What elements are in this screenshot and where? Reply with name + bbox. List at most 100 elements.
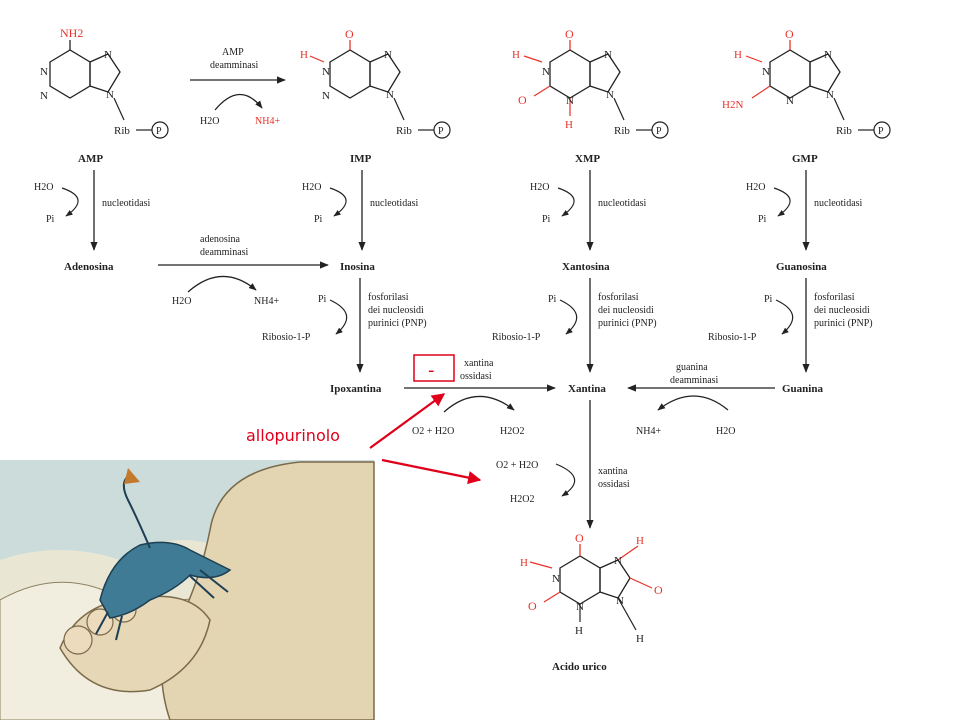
inhibition-box xyxy=(413,354,455,382)
xmp-structure: O H O H N N N N Rib P XMP xyxy=(512,27,669,165)
xmp-label: XMP xyxy=(575,153,600,165)
urate-h7: H xyxy=(636,535,644,547)
urate-h1: H xyxy=(520,557,528,569)
ring-nitrogen: N xyxy=(786,95,794,107)
diagram-label: H2O xyxy=(200,116,219,127)
gmp-label: GMP xyxy=(792,153,818,165)
node-guanosina: Guanosina xyxy=(776,261,827,273)
ring-nitrogen: N xyxy=(826,89,834,101)
ring-nitrogen: N xyxy=(104,49,112,61)
inhibition-minus: - xyxy=(428,360,435,381)
diagram-label: H2O2 xyxy=(510,494,534,505)
diagram-label: fosforilasi xyxy=(598,292,639,303)
node-xantina: Xantina xyxy=(568,383,606,395)
diagram-label: AMP xyxy=(222,47,244,58)
diagram-label: O2 + H2O xyxy=(496,460,538,471)
diagram-label: Pi xyxy=(542,214,551,225)
ring-nitrogen: N xyxy=(824,49,832,61)
amp-phosphate: P xyxy=(156,126,162,137)
diagram-label: guanina xyxy=(676,362,708,373)
gmp-rib: Rib xyxy=(836,125,852,137)
diagram-label: nucleotidasi xyxy=(102,198,151,209)
uric-acid-label: Acido urico xyxy=(552,661,607,673)
diagram-label: dei nucleosidi xyxy=(598,305,654,316)
diagram-label: purinici (PNP) xyxy=(368,318,427,329)
diagram-label: dei nucleosidi xyxy=(814,305,870,316)
carbonyl-oxygen: O xyxy=(518,93,527,107)
carbonyl-oxygen: O xyxy=(565,27,574,41)
ring-nitrogen: N xyxy=(576,601,584,613)
diagram-label: NH4+ xyxy=(255,116,280,127)
adenosine-deaminase-step: adenosina deamminasi H2O NH4+ xyxy=(158,234,329,307)
ring-nitrogen: N xyxy=(40,66,48,78)
imp-label: IMP xyxy=(350,153,372,165)
gout-illustration xyxy=(0,460,375,720)
diagram-label: Pi xyxy=(758,214,767,225)
amp-label: AMP xyxy=(78,153,103,165)
guanine-deaminase-step: guanina deamminasi NH4+ H2O xyxy=(627,362,775,437)
amp-nh2: NH2 xyxy=(60,26,83,40)
node-adenosina: Adenosina xyxy=(64,261,114,273)
diagram-label: Pi xyxy=(46,214,55,225)
diagram-label: Pi xyxy=(318,294,327,305)
urate-h3: H xyxy=(575,625,583,637)
diagram-label: nucleotidasi xyxy=(370,198,419,209)
diagram-label: Ribosio-1-P xyxy=(708,332,757,343)
devil-figure xyxy=(99,541,232,619)
ring-nitrogen: N xyxy=(322,66,330,78)
diagram-label: Pi xyxy=(314,214,323,225)
imp-structure: O H N N N N Rib P IMP xyxy=(300,27,451,165)
diagram-label: deamminasi xyxy=(200,247,249,258)
diagram-label: Ribosio-1-P xyxy=(492,332,541,343)
carbonyl-oxygen: O xyxy=(654,583,663,597)
uric-acid-structure: O H O H H O H N N N N Acido urico xyxy=(520,531,663,673)
diagram-label: deamminasi xyxy=(210,60,259,71)
amp-deaminase-step: AMP deamminasi H2O NH4+ xyxy=(190,47,286,127)
xanthine-oxidase-step-2: O2 + H2O H2O2 xantina ossidasi xyxy=(496,400,630,529)
nucleotidase-steps: H2O Pi nucleotidasi H2O Pi nucleotidasi … xyxy=(34,170,863,251)
node-inosina: Inosina xyxy=(340,261,375,273)
ring-nitrogen: N xyxy=(606,89,614,101)
ring-nitrogen: N xyxy=(40,90,48,102)
diagram-label: NH4+ xyxy=(636,426,661,437)
ring-nitrogen: N xyxy=(614,555,622,567)
allopurinol-arrow-1 xyxy=(369,393,446,449)
amp-structure: NH2 N N N N Rib P AMP xyxy=(40,26,169,165)
diagram-label: fosforilasi xyxy=(368,292,409,303)
ring-nitrogen: N xyxy=(566,95,574,107)
diagram-label: Pi xyxy=(764,294,773,305)
ring-nitrogen: N xyxy=(106,89,114,101)
ring-nitrogen: N xyxy=(762,66,770,78)
carbonyl-oxygen: O xyxy=(345,27,354,41)
diagram-label: purinici (PNP) xyxy=(814,318,873,329)
urate-h9: H xyxy=(636,633,644,645)
diagram-label: H2O xyxy=(746,182,765,193)
diagram-label: H2O xyxy=(716,426,735,437)
ring-nitrogen: N xyxy=(604,49,612,61)
xanthine-oxidase-step-1: xantina ossidasi O2 + H2O H2O2 xyxy=(404,358,556,437)
allopurinol-arrow-2 xyxy=(381,458,482,485)
diagram-label: xantina xyxy=(464,358,494,369)
imp-h: H xyxy=(300,49,308,61)
diagram-label: nucleotidasi xyxy=(598,198,647,209)
carbonyl-oxygen: O xyxy=(528,599,537,613)
diagram-label: O2 + H2O xyxy=(412,426,454,437)
diagram-label: deamminasi xyxy=(670,375,719,386)
ring-nitrogen: N xyxy=(322,90,330,102)
node-xantosina: Xantosina xyxy=(562,261,610,273)
diagram-label: purinici (PNP) xyxy=(598,318,657,329)
diagram-label: H2O2 xyxy=(500,426,524,437)
diagram-label: dei nucleosidi xyxy=(368,305,424,316)
gmp-structure: O H H2N N N N N Rib P GMP xyxy=(722,27,891,165)
imp-phosphate: P xyxy=(438,126,444,137)
diagram-label: adenosina xyxy=(200,234,241,245)
ring-nitrogen: N xyxy=(542,66,550,78)
diagram-label: ossidasi xyxy=(460,371,492,382)
xmp-h-top: H xyxy=(512,49,520,61)
gmp-h: H xyxy=(734,49,742,61)
pnp-steps: Pi Ribosio-1-P fosforilasi dei nucleosid… xyxy=(262,278,873,373)
node-guanina: Guanina xyxy=(782,383,823,395)
amp-rib: Rib xyxy=(114,125,130,137)
carbonyl-oxygen: O xyxy=(785,27,794,41)
diagram-label: H2O xyxy=(34,182,53,193)
